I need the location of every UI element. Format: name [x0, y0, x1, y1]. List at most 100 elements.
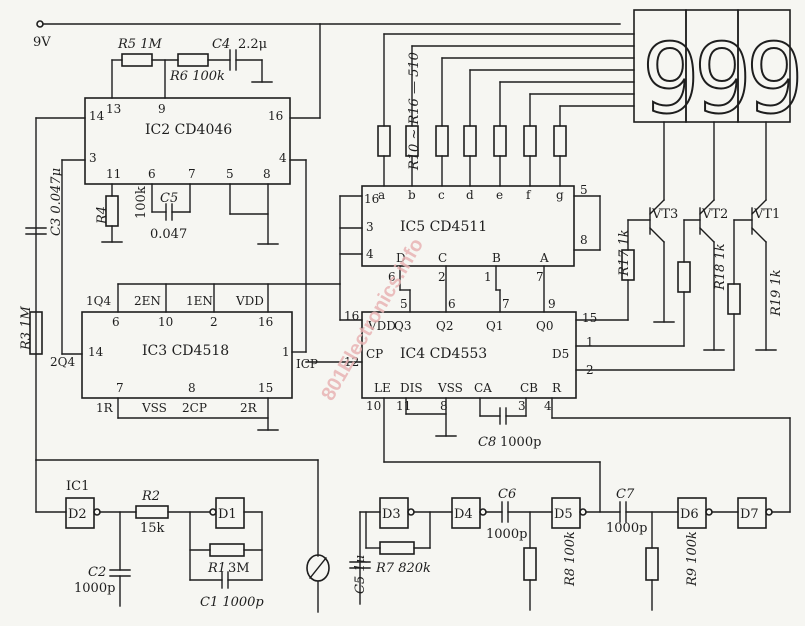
ic3-cd4518: IC3 CD4518 1Q4 2EN 1EN VDD 6 10 2 16 2Q4… — [50, 283, 341, 431]
c2-value: 1000p — [74, 581, 115, 596]
r4-value: 100k — [134, 186, 149, 219]
gate-d7: D7 — [740, 507, 759, 522]
svg-text:13: 13 — [106, 102, 121, 116]
segment-bus: R10 ~ R16 — 510 — [377, 33, 635, 187]
ic5-title: IC5 CD4511 — [400, 219, 487, 235]
svg-text:Q3: Q3 — [394, 319, 411, 333]
svg-text:3: 3 — [518, 399, 526, 413]
svg-text:5: 5 — [226, 167, 234, 181]
supply-rail: 9V — [33, 20, 621, 50]
svg-text:6: 6 — [388, 270, 396, 284]
svg-text:4: 4 — [279, 151, 287, 165]
svg-text:4: 4 — [544, 399, 552, 413]
svg-text:10: 10 — [158, 315, 173, 329]
svg-text:8: 8 — [263, 167, 271, 181]
svg-text:7: 7 — [116, 381, 124, 395]
c8-label: C8 — [478, 435, 496, 450]
svg-text:2CP: 2CP — [182, 401, 207, 415]
c5-label: C5 — [160, 191, 178, 206]
gate-d6: D6 — [680, 507, 699, 522]
ic2-cd4046: IC2 CD4046 14 13 9 16 3 4 11 6 7 5 8 — [84, 97, 291, 185]
r3-label: R3 1M — [19, 306, 34, 351]
vt3-label: VT3 — [651, 207, 678, 222]
r4-label: R4 — [95, 206, 110, 225]
ic2-bottom-network: R4 100k C5 0.047 — [95, 183, 279, 245]
svg-text:14: 14 — [89, 109, 105, 123]
svg-text:1: 1 — [484, 270, 492, 284]
svg-text:ICP: ICP — [296, 357, 318, 371]
svg-text:10: 10 — [366, 399, 381, 413]
r1-value: 3M — [228, 561, 250, 576]
seven-segment-display: 9 9 9 — [633, 9, 805, 136]
svg-text:7: 7 — [502, 297, 510, 311]
c1-label: C1 1000p — [200, 595, 264, 610]
c4-value: 2.2μ — [238, 37, 267, 52]
svg-text:C: C — [438, 251, 447, 265]
gate-d4: D4 — [454, 507, 473, 522]
svg-text:3: 3 — [366, 220, 374, 234]
svg-text:D5: D5 — [552, 347, 569, 361]
gate-d5: D5 — [554, 507, 573, 522]
svg-text:1EN: 1EN — [186, 294, 213, 308]
c7-value: 1000p — [606, 521, 647, 536]
vt2-label: VT2 — [701, 207, 728, 222]
r9-label: R9 100k — [685, 531, 700, 587]
r10-r16-label: R10 ~ R16 — 510 — [407, 52, 422, 171]
svg-text:1: 1 — [586, 335, 594, 349]
svg-text:a: a — [378, 188, 385, 202]
svg-text:Q2: Q2 — [436, 319, 453, 333]
svg-text:5: 5 — [400, 297, 408, 311]
svg-text:CB: CB — [520, 381, 538, 395]
gate-d3: D3 — [382, 507, 401, 522]
r1-label: R1 — [207, 561, 226, 576]
svg-text:f: f — [526, 188, 532, 202]
digit-1: 9 — [642, 23, 700, 135]
svg-text:9: 9 — [548, 297, 556, 311]
svg-text:2: 2 — [210, 315, 218, 329]
ic1-oscillator: IC1 D2 R2 15k C2 1000p D1 R1 3M C1 1000p — [35, 459, 330, 613]
svg-text:1R: 1R — [96, 401, 114, 415]
svg-text:VSS: VSS — [437, 381, 463, 395]
svg-text:e: e — [496, 188, 503, 202]
svg-text:2Q4: 2Q4 — [50, 355, 75, 369]
svg-text:7: 7 — [188, 167, 196, 181]
svg-text:CP: CP — [366, 347, 383, 361]
ic2-ic3-wiring — [35, 23, 341, 461]
c3-label: C3 0.047μ — [49, 168, 64, 236]
r2-value: 15k — [140, 521, 165, 536]
vt1-label: VT1 — [753, 207, 780, 222]
svg-text:Q0: Q0 — [536, 319, 553, 333]
ic4-title: IC4 CD4553 — [400, 346, 487, 362]
r18-label: R18 1k — [713, 243, 728, 291]
svg-text:VDD: VDD — [367, 319, 396, 333]
svg-text:Q1: Q1 — [486, 319, 503, 333]
svg-text:g: g — [556, 188, 564, 202]
svg-text:6: 6 — [448, 297, 456, 311]
svg-text:8: 8 — [580, 233, 588, 247]
gate-d1: D1 — [218, 507, 237, 522]
svg-text:3: 3 — [89, 151, 97, 165]
svg-text:6: 6 — [112, 315, 120, 329]
digit-driver-transistors: VT3 VT2 VT1 R17 1k R18 1k — [575, 121, 784, 371]
svg-text:2EN: 2EN — [134, 294, 161, 308]
svg-text:2R: 2R — [240, 401, 258, 415]
svg-text:11: 11 — [396, 399, 411, 413]
ic4-cd4553: IC4 CD4553 16 VDD Q3 Q2 Q1 Q0 5 6 7 9 15… — [305, 283, 791, 513]
ic2-title: IC2 CD4046 — [145, 122, 232, 138]
r19-label: R19 1k — [769, 269, 784, 317]
svg-text:16: 16 — [258, 315, 273, 329]
svg-text:DIS: DIS — [400, 381, 423, 395]
digit-3: 9 — [746, 23, 804, 135]
svg-text:B: B — [492, 251, 501, 265]
svg-text:4: 4 — [366, 247, 374, 261]
bcd-links — [399, 265, 545, 313]
svg-text:VSS: VSS — [141, 401, 167, 415]
svg-text:5: 5 — [580, 183, 588, 197]
svg-text:d: d — [466, 188, 474, 202]
c6-value: 1000p — [486, 527, 527, 542]
c6-label: C6 — [498, 487, 516, 502]
c7-label: C7 — [616, 487, 635, 502]
svg-text:b: b — [408, 188, 416, 202]
svg-text:14: 14 — [88, 345, 104, 359]
